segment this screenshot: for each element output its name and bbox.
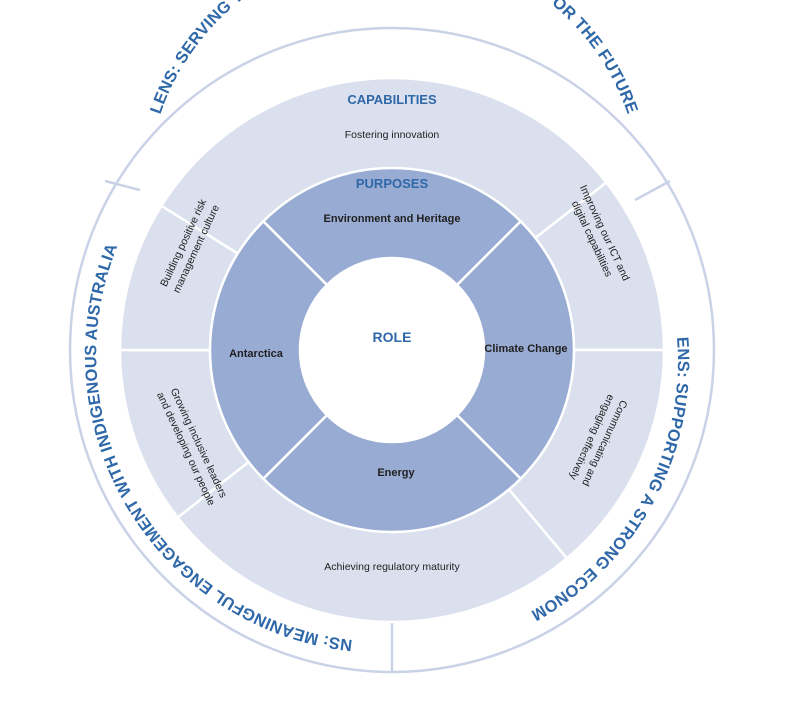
capability-label-bottom: Achieving regulatory maturity (324, 561, 460, 573)
purpose-label-left: Antarctica (229, 348, 284, 360)
purposes-ring (208, 166, 576, 534)
purposes-heading: PURPOSES (356, 176, 429, 191)
role-label: ROLE (373, 329, 412, 345)
purpose-label-bottom: Energy (377, 467, 415, 479)
purpose-label-top: Environment and Heritage (324, 213, 461, 225)
capabilities-heading: CAPABILITIES (347, 92, 437, 107)
role-circle (300, 258, 484, 442)
lens-divider-top-right (634, 179, 671, 202)
lens-divider-top-left (104, 179, 141, 192)
purpose-label-right: Climate Change (484, 343, 567, 355)
capability-label-top: Fostering innovation (345, 129, 440, 141)
